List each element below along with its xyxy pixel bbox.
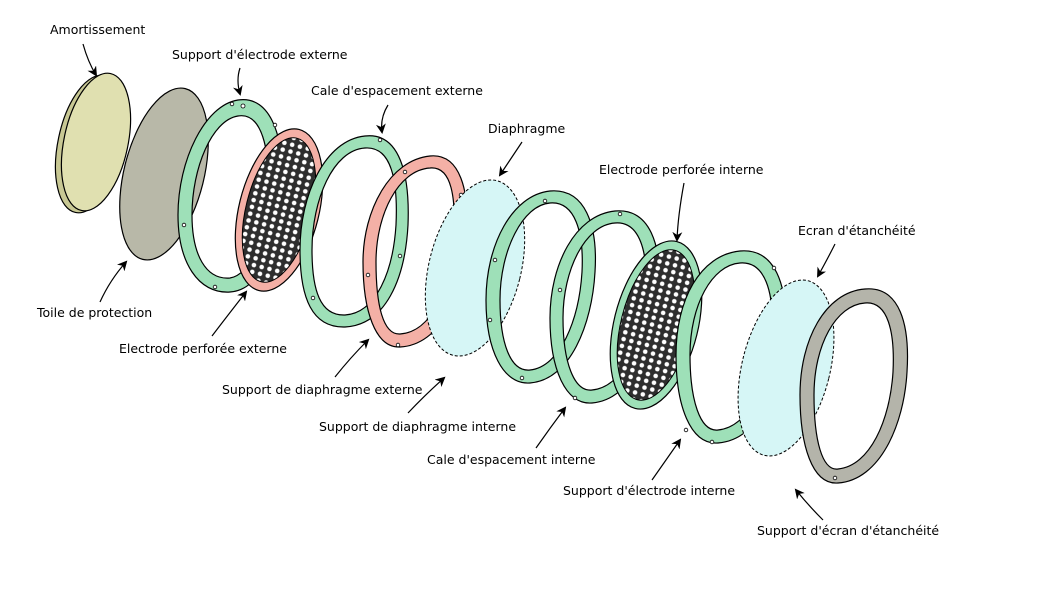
label-electrode-perforee-interne: Electrode perforée interne (599, 162, 764, 177)
arrow-electrode-perforee-interne (672, 182, 685, 242)
label-electrode-perforee-externe: Electrode perforée externe (119, 341, 287, 356)
label-cale-espacement-interne: Cale d'espacement interne (427, 452, 596, 467)
support-diaphragme-interne-part (485, 190, 597, 384)
label-toile-protection: Toile de protection (37, 305, 153, 320)
arrow-electrode-perforee-externe (211, 290, 248, 337)
cale-espacement-externe-part (299, 135, 409, 328)
arrow-support-diaphragme-externe (334, 338, 370, 378)
arrow-toile-protection (99, 260, 128, 303)
support-ecran-etancheite-part (799, 288, 909, 484)
label-cale-espacement-externe: Cale d'espacement externe (311, 83, 483, 98)
arrow-amortissement (82, 43, 98, 77)
label-support-electrode-externe: Support d'électrode externe (172, 47, 348, 62)
label-support-ecran-etancheite: Support d'écran d'étanchéité (757, 523, 940, 538)
arrow-cale-espacement-interne (535, 406, 567, 449)
label-diaphragme: Diaphragme (488, 121, 566, 136)
label-arrows (82, 43, 836, 521)
ecran-etancheite-part (737, 279, 835, 457)
label-support-diaphragme-externe: Support de diaphragme externe (222, 382, 423, 397)
electrode-perforee-externe-part (234, 128, 324, 292)
arrow-ecran-etancheite (817, 243, 836, 278)
arrow-support-electrode-interne (651, 438, 682, 481)
label-support-electrode-interne: Support d'électrode interne (563, 483, 736, 498)
arrow-diaphragme (498, 141, 523, 177)
diaphragme-part (424, 179, 526, 357)
arrow-support-ecran-etancheite (794, 488, 824, 521)
arrow-support-diaphragme-interne (407, 376, 446, 414)
arrow-support-electrode-externe (232, 67, 243, 96)
label-ecran-etancheite: Ecran d'étanchéité (798, 223, 916, 238)
label-support-diaphragme-interne: Support de diaphragme interne (319, 419, 517, 434)
label-amortissement: Amortissement (50, 22, 146, 37)
amortissement-part (54, 72, 132, 214)
arrow-cale-espacement-externe (375, 104, 389, 134)
